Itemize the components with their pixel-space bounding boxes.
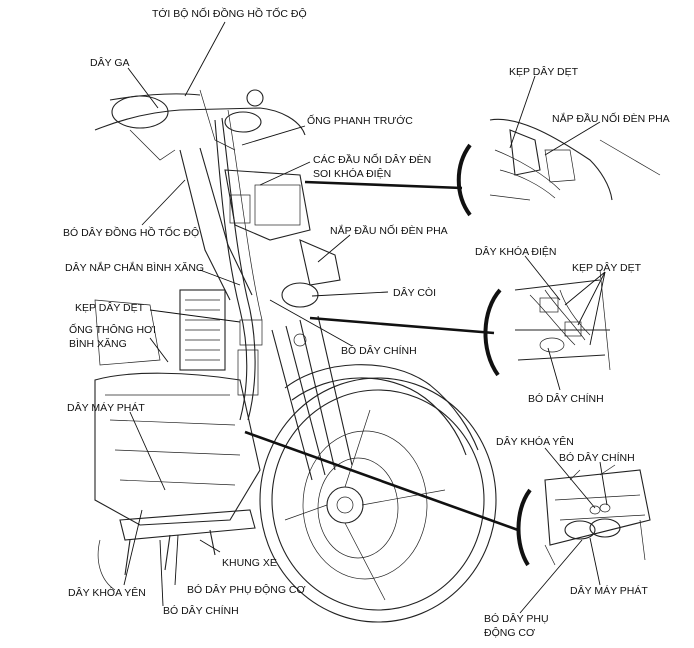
detail-inset-2 [514,269,611,371]
label-detail1-kep-day-det: KẸP DÂY DẸT [509,65,579,78]
label-day-ga: DÂY GA [90,56,130,69]
label-bo-day-chinh-bottom: BÓ DÂY CHÍNH [163,604,239,617]
label-ong-thong-hoi-2: BÌNH XĂNG [69,337,127,350]
detail-inset-3 [544,464,651,566]
label-detail3-bo-day-phu-1: BÓ DÂY PHỤ [484,612,549,625]
inset-callout-brackets [244,143,532,567]
leader-lines [123,21,608,614]
label-kep-day-det-left: KẸP DÂY DẸT [75,301,145,314]
label-detail1-nap-dau-noi-den-pha: NẮP ĐẦU NỐI ĐÈN PHA [552,111,670,125]
label-dong-ho-connector: TỚI BỘ NỐI ĐỒNG HỒ TỐC ĐỘ [152,6,307,20]
label-ong-phanh-truoc: ỐNG PHANH TRƯỚC [307,113,413,127]
label-detail3-bo-day-chinh: BÓ DÂY CHÍNH [559,451,635,464]
label-day-may-phat-left: DÂY MÁY PHÁT [67,401,145,414]
label-day-khoa-yen-left: DÂY KHÓA YÊN [68,586,146,599]
label-dau-noi-den-1: CÁC ĐẦU NỐI DÂY ĐÈN [313,152,431,166]
label-khung-xe: KHUNG XE [222,557,277,569]
label-day-coi: DÂY CÒI [393,286,436,299]
labels: TỚI BỘ NỐI ĐỒNG HỒ TỐC ĐỘ DÂY GA ỐNG PHA… [63,6,670,639]
label-ong-thong-hoi-1: ỐNG THÔNG HƠI [69,322,156,336]
label-detail3-day-may-phat: DÂY MÁY PHÁT [570,584,648,597]
front-wheel [259,377,497,623]
motorcycle-drawing [94,89,497,623]
label-detail3-day-khoa-yen: DÂY KHÓA YÊN [496,435,574,448]
label-dau-noi-den-2: SOI KHÓA ĐIỆN [313,167,391,180]
detail-inset-1 [489,118,661,201]
label-bo-day-phu-dong-co: BÓ DÂY PHỤ ĐỘNG CƠ [187,583,306,596]
label-detail2-day-khoa-dien: DÂY KHÓA ĐIỆN [475,245,557,258]
label-detail2-bo-day-chinh: BÓ DÂY CHÍNH [528,392,604,405]
label-day-nap-chan-binh-xang: DÂY NẮP CHẮN BÌNH XĂNG [65,261,204,274]
label-detail3-bo-day-phu-2: ĐỘNG CƠ [484,626,535,639]
label-detail2-kep-day-det: KẸP DÂY DẸT [572,261,642,274]
label-nap-dau-noi-den-pha: NẮP ĐẦU NỐI ĐÈN PHA [330,223,448,237]
label-bo-day-dong-ho: BÓ DÂY ĐỒNG HỒ TỐC ĐỘ [63,225,199,239]
label-bo-day-chinh-mid: BÓ DÂY CHÍNH [341,344,417,357]
